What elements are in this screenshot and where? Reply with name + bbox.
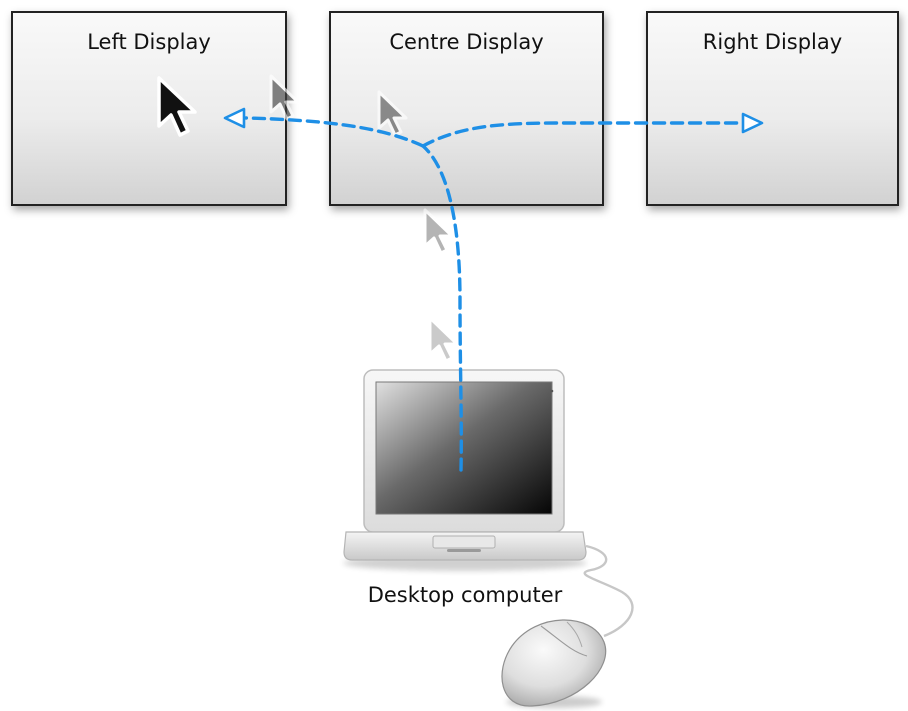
mouse-icon	[501, 619, 607, 708]
centre-display: Centre Display	[329, 11, 604, 206]
right-display-label: Right Display	[702, 30, 843, 54]
ghost-cursor-low	[428, 316, 459, 363]
path-to-right	[421, 121, 740, 148]
left-display-label: Left Display	[87, 30, 211, 54]
mouse-pointer-icon	[157, 76, 197, 137]
ghost-cursor-mid	[423, 208, 454, 255]
arrowhead-left-icon	[223, 107, 246, 129]
laptop-icon	[343, 369, 587, 571]
right-display: Right Display	[646, 11, 899, 206]
ghost-cursor-centre	[377, 90, 408, 137]
ghost-cursor-left-edge	[269, 74, 300, 121]
path-to-left	[244, 116, 425, 148]
mouse-cable	[583, 544, 634, 638]
centre-display-label: Centre Display	[389, 30, 544, 54]
path-laptop-to-centre	[421, 144, 463, 472]
pointer-path	[244, 116, 740, 472]
left-display: Left Display	[11, 11, 287, 206]
computer-label: Desktop computer	[367, 583, 563, 607]
arrowhead-right-icon	[741, 112, 764, 134]
